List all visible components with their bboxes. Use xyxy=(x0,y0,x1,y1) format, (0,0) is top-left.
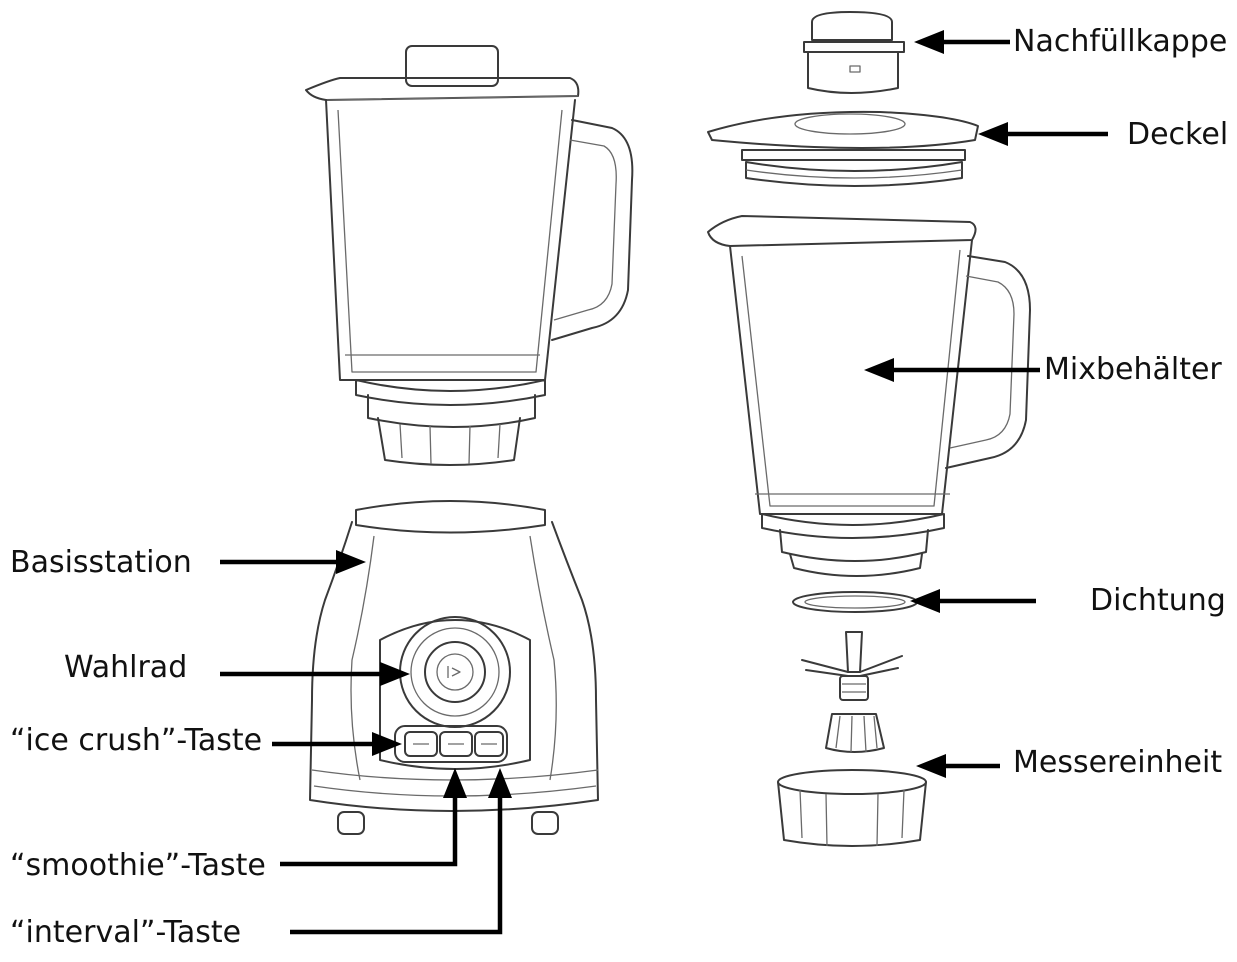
label-jar: Mixbehälter xyxy=(1044,352,1222,387)
arrow-seal xyxy=(910,589,1036,613)
label-lid: Deckel xyxy=(1127,117,1229,152)
label-interval: “interval”-Taste xyxy=(10,915,242,950)
label-ice-crush: “ice crush”-Taste xyxy=(10,723,263,758)
arrow-lid xyxy=(978,122,1108,146)
label-seal: Dichtung xyxy=(1090,583,1226,618)
arrow-jar xyxy=(864,358,1040,382)
seal-part xyxy=(792,591,918,613)
label-refill-cap: Nachfüllkappe xyxy=(1013,24,1228,59)
arrow-interval xyxy=(290,768,512,935)
refill-cap xyxy=(803,11,905,94)
smoothie-button xyxy=(439,731,473,757)
lid-part xyxy=(707,110,979,187)
label-base: Basisstation xyxy=(10,545,192,580)
interval-button xyxy=(474,731,504,757)
label-smoothie: “smoothie”-Taste xyxy=(10,848,266,883)
ice-crush-button xyxy=(404,731,438,757)
arrow-smoothie xyxy=(280,768,467,867)
jar-part xyxy=(707,215,1031,577)
arrow-blade-unit xyxy=(916,754,1000,778)
arrow-ice-crush xyxy=(272,732,402,756)
label-dial: Wahlrad xyxy=(64,650,188,685)
assembled-jar xyxy=(305,45,634,466)
arrow-refill-cap xyxy=(914,30,1010,54)
dial-knob xyxy=(399,616,511,728)
base-station xyxy=(309,500,599,835)
label-blade-unit: Messereinheit xyxy=(1013,745,1223,780)
blade-unit-part xyxy=(777,631,927,847)
arrow-base xyxy=(220,550,366,574)
arrow-dial xyxy=(220,662,410,686)
